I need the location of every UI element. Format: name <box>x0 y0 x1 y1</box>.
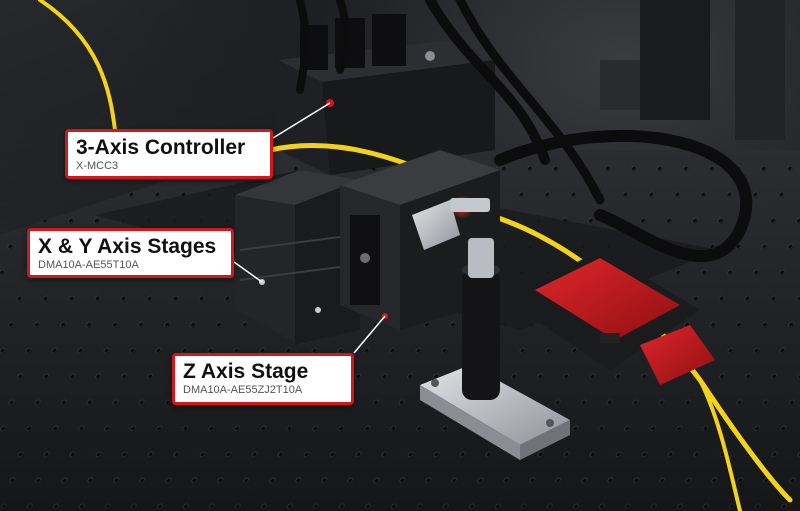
callout-part-number: X-MCC3 <box>76 160 119 172</box>
callout-3-axis-controller: 3-Axis Controller X-MCC3 <box>65 129 273 179</box>
callout-title: X & Y Axis Stages <box>38 235 217 258</box>
power-meter <box>505 250 715 385</box>
callout-title: 3-Axis Controller <box>76 136 246 159</box>
leader-xy <box>233 261 263 283</box>
leader-z <box>353 315 386 354</box>
callout-z-axis-stage: Z Axis Stage DMA10A-AE55ZJ2T10A <box>172 353 354 405</box>
controller-unit <box>278 14 495 175</box>
callout-part-number: DMA10A-AE55ZJ2T10A <box>183 384 303 396</box>
cables <box>296 0 753 263</box>
callout-part-number: DMA10A-AE55T10A <box>38 259 139 271</box>
post-holder <box>420 238 570 460</box>
connector-glow <box>450 195 490 219</box>
callout-xy-axis-stages: X & Y Axis Stages DMA10A-AE55T10A <box>27 228 234 278</box>
callout-title: Z Axis Stage <box>183 360 309 383</box>
leader-controller <box>272 102 331 139</box>
